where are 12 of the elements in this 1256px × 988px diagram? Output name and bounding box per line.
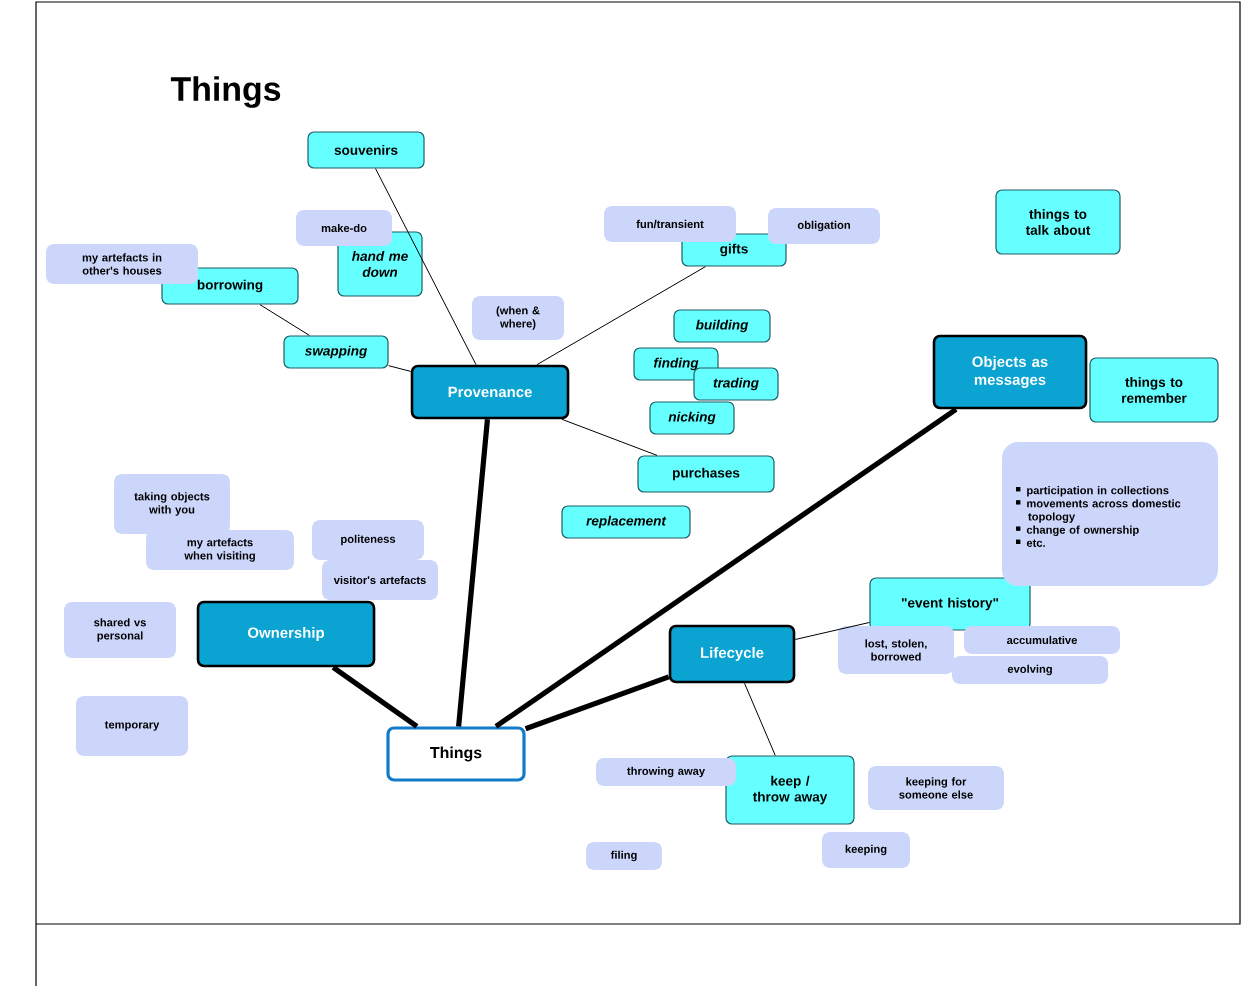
connector-line [561, 418, 658, 456]
connector-line [456, 419, 491, 727]
connector-line [331, 665, 419, 729]
connector-line [259, 304, 310, 336]
connector-line [794, 621, 870, 640]
connector-line [524, 674, 670, 732]
connector-line [388, 365, 412, 372]
connector-line [744, 682, 776, 756]
connector-line [536, 266, 706, 366]
title: Things [170, 76, 281, 108]
connector-line [494, 407, 958, 729]
connector-line [375, 168, 477, 366]
